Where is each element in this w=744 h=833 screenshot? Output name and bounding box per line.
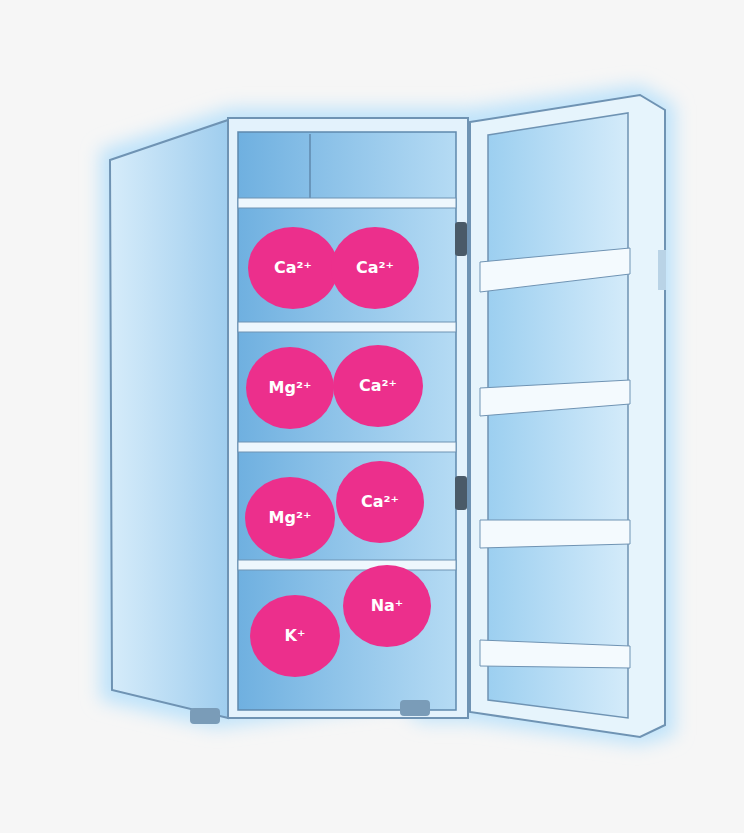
ion-label: Ca²⁺ [361,492,399,511]
ion-circle-fill [333,345,423,427]
shelf [238,322,456,332]
ion-label: Ca²⁺ [356,258,394,277]
ion-circle-fill [331,227,419,309]
door-shelf [480,640,630,668]
door-shelf [480,380,630,416]
door-inner [488,113,628,718]
door-shelf [480,248,630,292]
ion-label: K⁺ [285,626,306,645]
fridge-front-frame [228,118,468,718]
ion-circle-fill [245,477,335,559]
shelf [238,198,456,208]
ion-circle: Ca²⁺ [247,226,339,310]
freezer-divider [309,134,311,198]
fridge-interior [238,132,456,710]
door-shelf [480,520,630,548]
fridge-body [110,118,468,724]
shelf [238,442,456,452]
ion-circle: Ca²⁺ [330,226,420,310]
ion-circle: Ca²⁺ [335,460,425,544]
ion-circle: Mg²⁺ [244,476,336,560]
ion-circle-fill [250,595,340,677]
ion-circle-fill [336,461,424,543]
door-handle [658,250,666,290]
fridge-foot [190,708,220,724]
ion-circle-fill [248,227,338,309]
ion-circle: Na⁺ [342,564,432,648]
ion-label: Ca²⁺ [274,258,312,277]
door-hinge [455,222,467,256]
fridge-foot [400,700,430,716]
ion-circle-fill [343,565,431,647]
ion-label: Na⁺ [371,596,404,615]
fridge-glow [100,85,675,745]
fridge-side [110,120,228,718]
ion-label: Mg²⁺ [269,378,312,397]
ion-circle-fill [246,347,334,429]
door-outline [470,95,665,737]
fridge-door [470,95,666,737]
ion-circle: Mg²⁺ [245,346,335,430]
shelf [238,560,456,570]
door-hinge [455,476,467,510]
ion-label: Ca²⁺ [359,376,397,395]
ion-circle: K⁺ [249,594,341,678]
ion-label: Mg²⁺ [269,508,312,527]
ion-circle: Ca²⁺ [332,344,424,428]
